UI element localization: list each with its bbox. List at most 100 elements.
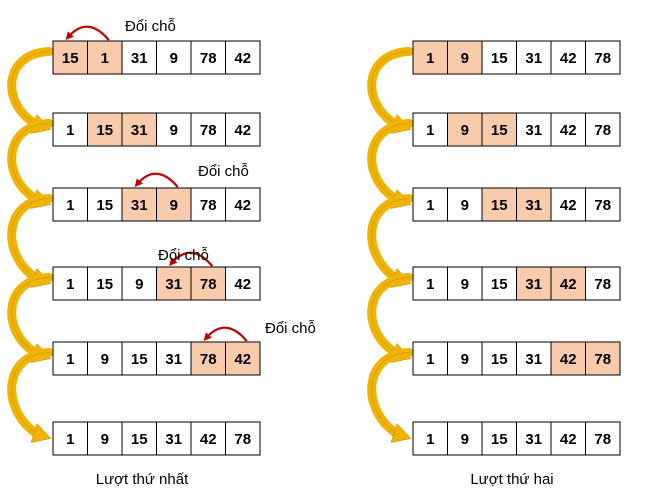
cell-value: 1 <box>426 276 434 293</box>
cell-value: 15 <box>96 122 113 139</box>
cell-value: 9 <box>461 197 469 214</box>
cell-value: 42 <box>560 122 577 139</box>
array-cell <box>87 341 123 376</box>
cell-value: 42 <box>234 50 251 67</box>
cell-value: 9 <box>461 431 469 448</box>
cell-value: 78 <box>200 122 217 139</box>
highlighted-cell <box>585 341 621 376</box>
cell-value: 15 <box>491 197 508 214</box>
array-cell <box>190 112 226 147</box>
highlighted-cell <box>87 112 123 147</box>
array-cell <box>447 421 483 456</box>
highlighted-cell <box>481 187 517 222</box>
cell-value: 31 <box>131 122 148 139</box>
cell-value: 78 <box>594 122 611 139</box>
cell-value: 78 <box>594 50 611 67</box>
cell-value: 31 <box>525 197 542 214</box>
array-cell <box>481 40 517 75</box>
cell-value: 9 <box>170 122 178 139</box>
cell-value: 15 <box>131 351 148 368</box>
array-cell <box>516 421 552 456</box>
cell-value: 78 <box>200 276 217 293</box>
cell-value: 31 <box>525 122 542 139</box>
cell-value: 15 <box>491 122 508 139</box>
cell-value: 78 <box>200 351 217 368</box>
cell-value: 9 <box>461 351 469 368</box>
cell-value: 78 <box>594 197 611 214</box>
array-cell <box>550 112 586 147</box>
highlighted-cell <box>412 40 448 75</box>
cell-value: 42 <box>234 197 251 214</box>
array-cell <box>121 266 157 301</box>
cell-value: 15 <box>491 276 508 293</box>
swap-arrow-icon <box>169 251 214 267</box>
cell-value: 9 <box>170 197 178 214</box>
array-cell <box>412 341 448 376</box>
array-cell <box>87 187 123 222</box>
cell-value: 15 <box>96 197 113 214</box>
highlighted-cell <box>225 341 261 376</box>
array-cell <box>87 266 123 301</box>
array-cell <box>412 112 448 147</box>
cell-value: 9 <box>461 276 469 293</box>
array-cell <box>52 187 88 222</box>
array-cell <box>585 266 621 301</box>
cell-value: 78 <box>234 431 251 448</box>
cell-value: 1 <box>66 431 74 448</box>
cell-value: 42 <box>234 351 251 368</box>
cell-value: 78 <box>594 351 611 368</box>
cell-value: 31 <box>525 50 542 67</box>
swap-arrow-icon <box>203 326 248 342</box>
array-cell <box>516 40 552 75</box>
array-cell <box>412 187 448 222</box>
panel-caption: Lượt thứ nhất <box>96 471 189 488</box>
cell-value: 1 <box>66 122 74 139</box>
array-cell <box>225 112 261 147</box>
cell-value: 31 <box>131 197 148 214</box>
cell-value: 1 <box>101 50 109 67</box>
array-cell <box>156 341 192 376</box>
array-cell <box>225 266 261 301</box>
cell-value: 42 <box>560 276 577 293</box>
cell-value: 9 <box>135 276 143 293</box>
array-row: 1 9 15 31 42 78 <box>412 112 621 147</box>
array-cell <box>447 266 483 301</box>
array-cell <box>225 40 261 75</box>
array-cell <box>550 187 586 222</box>
array-cell <box>190 40 226 75</box>
flow-arrow-icon <box>7 348 54 443</box>
array-cell <box>87 421 123 456</box>
cell-value: 9 <box>461 50 469 67</box>
highlighted-cell <box>516 187 552 222</box>
cell-value: 42 <box>234 122 251 139</box>
swap-label: Đổi chỗ <box>265 320 316 337</box>
cell-value: 15 <box>491 50 508 67</box>
cell-value: 9 <box>101 431 109 448</box>
cell-value: 42 <box>200 431 217 448</box>
highlighted-cell <box>550 341 586 376</box>
highlighted-cell <box>121 112 157 147</box>
cell-value: 15 <box>131 431 148 448</box>
cell-value: 1 <box>426 50 434 67</box>
cell-value: 31 <box>525 351 542 368</box>
cell-value: 31 <box>165 351 182 368</box>
cell-value: 42 <box>560 351 577 368</box>
cell-value: 15 <box>491 431 508 448</box>
array-cell <box>516 112 552 147</box>
cell-value: 1 <box>426 122 434 139</box>
array-cell <box>225 187 261 222</box>
array-cell <box>585 421 621 456</box>
cell-value: 9 <box>170 50 178 67</box>
cell-value: 78 <box>200 50 217 67</box>
array-cell <box>550 421 586 456</box>
cell-value: 9 <box>461 122 469 139</box>
array-cell <box>585 40 621 75</box>
cell-value: 31 <box>131 50 148 67</box>
